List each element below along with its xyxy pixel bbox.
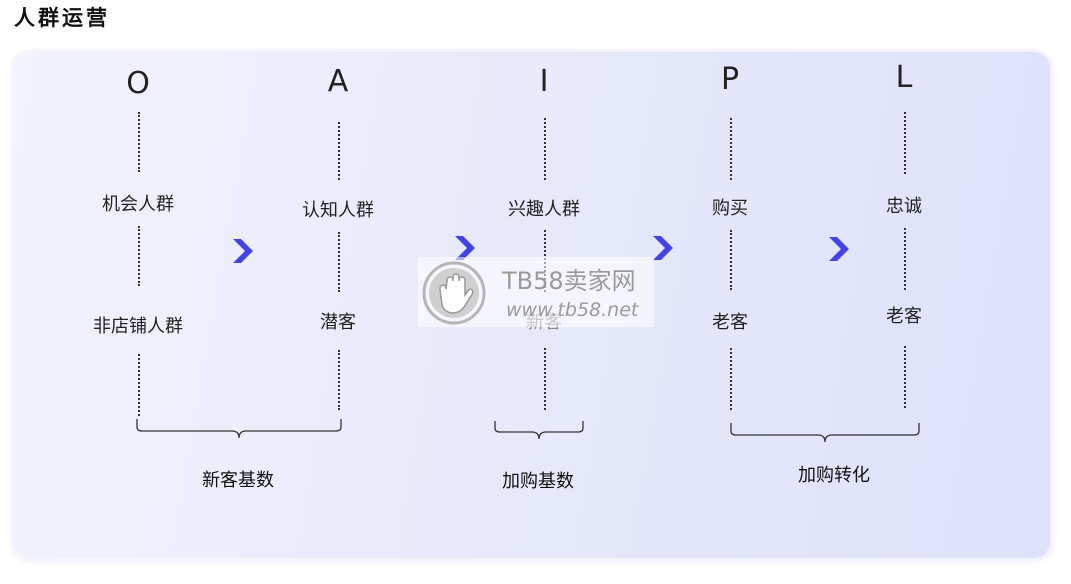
dotted-line: [138, 226, 140, 286]
stage-top-label: 购买: [712, 198, 748, 219]
stage-letter: I: [539, 64, 549, 99]
watermark-brand: TB58卖家网: [502, 267, 636, 295]
group-brace: [494, 421, 584, 440]
dotted-line: [338, 122, 340, 180]
aipl-panel: O 机会人群 非店铺人群 A 认知人群 潜客 I 兴趣人群 新客 P 购买 老客…: [14, 52, 1050, 558]
chevron-right-icon: [653, 236, 673, 260]
stage-top-label: 兴趣人群: [508, 199, 580, 220]
dotted-line: [904, 346, 906, 408]
dotted-line: [730, 118, 732, 180]
chevron-right-icon: [455, 236, 475, 260]
stage-bottom-label: 老客: [712, 312, 748, 333]
dotted-line: [544, 348, 546, 410]
dotted-line: [544, 118, 546, 180]
group-brace: [730, 423, 920, 443]
dotted-line: [904, 112, 906, 174]
stage-bottom-label: 非店铺人群: [93, 316, 183, 337]
page-title: 人群运营: [14, 6, 110, 30]
stage-letter: A: [327, 64, 349, 99]
dotted-line: [904, 228, 906, 290]
hand-logo-icon: [422, 261, 486, 325]
dotted-line: [730, 348, 732, 410]
watermark-url: www.tb58.net: [506, 299, 639, 321]
stage-top-label: 认知人群: [302, 200, 374, 221]
group-brace: [136, 419, 342, 439]
stage-top-label: 忠诚: [886, 196, 922, 217]
dotted-line: [338, 232, 340, 292]
dotted-line: [138, 354, 140, 416]
stage-letter: L: [895, 60, 913, 95]
chevron-right-icon: [829, 237, 849, 261]
stage-letter: O: [126, 66, 150, 101]
stage-bottom-label: 潜客: [320, 312, 356, 333]
chevron-right-icon: [233, 239, 253, 263]
stage-top-label: 机会人群: [102, 194, 174, 215]
stage-letter: P: [720, 62, 740, 97]
watermark: TB58卖家网 www.tb58.net: [418, 257, 654, 327]
dotted-line: [338, 350, 340, 410]
dotted-line: [730, 230, 732, 290]
group-label: 加购转化: [798, 465, 870, 486]
group-label: 新客基数: [202, 470, 274, 491]
stage-bottom-label: 老客: [886, 306, 922, 327]
group-label: 加购基数: [502, 471, 574, 492]
dotted-line: [138, 112, 140, 172]
